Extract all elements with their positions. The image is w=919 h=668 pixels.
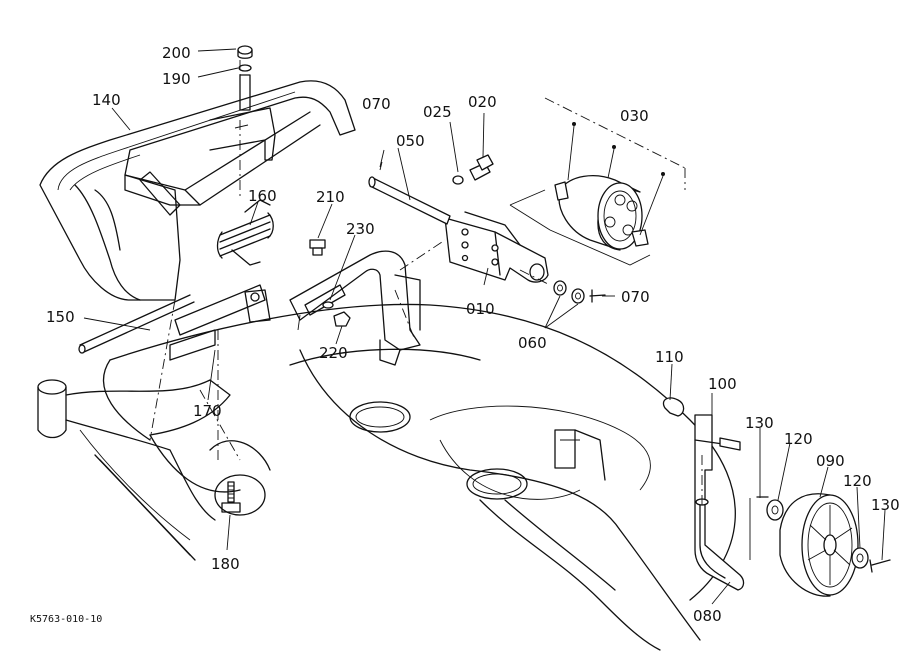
label-130-left: 130	[745, 414, 774, 432]
label-150: 150	[46, 308, 75, 326]
front-axle-housing	[37, 379, 271, 521]
label-020: 020	[468, 93, 497, 111]
label-160: 160	[248, 187, 277, 205]
part-labels: 200 190 140 070 050 025 020 030 160 210 …	[30, 44, 900, 625]
label-070-right: 070	[621, 288, 650, 306]
torsion-spring	[169, 199, 274, 361]
label-120-right: 120	[843, 472, 872, 490]
leader-lines	[83, 48, 886, 605]
mower-deck	[79, 303, 736, 651]
deck-bracket	[289, 239, 421, 366]
rear-wheel	[749, 493, 891, 597]
bolt-assembly	[452, 154, 494, 185]
label-070-top: 070	[362, 95, 391, 113]
label-100: 100	[708, 375, 737, 393]
label-190: 190	[162, 70, 191, 88]
label-030: 030	[620, 107, 649, 125]
label-110: 110	[655, 348, 684, 366]
discharge-chute-cover	[39, 45, 356, 301]
label-230: 230	[346, 220, 375, 238]
figure-reference: K5763-010-10	[30, 614, 102, 625]
washer-set	[553, 280, 606, 304]
label-090: 090	[816, 452, 845, 470]
label-210: 210	[316, 188, 345, 206]
label-140: 140	[92, 91, 121, 109]
hinge-rod	[78, 294, 195, 354]
label-050: 050	[396, 132, 425, 150]
label-025: 025	[423, 103, 452, 121]
label-010: 010	[466, 300, 495, 318]
rear-roller	[509, 97, 686, 266]
label-170: 170	[193, 402, 222, 420]
mounting-plate	[444, 211, 549, 283]
label-060: 060	[518, 334, 547, 352]
label-080: 080	[693, 607, 722, 625]
label-120-left: 120	[784, 430, 813, 448]
wheel-axle-arm	[662, 397, 745, 591]
label-200: 200	[162, 44, 191, 62]
label-180: 180	[211, 555, 240, 573]
center-lines	[149, 60, 551, 461]
label-130-right: 130	[871, 496, 900, 514]
axle-rod	[368, 149, 451, 225]
label-220: 220	[319, 344, 348, 362]
